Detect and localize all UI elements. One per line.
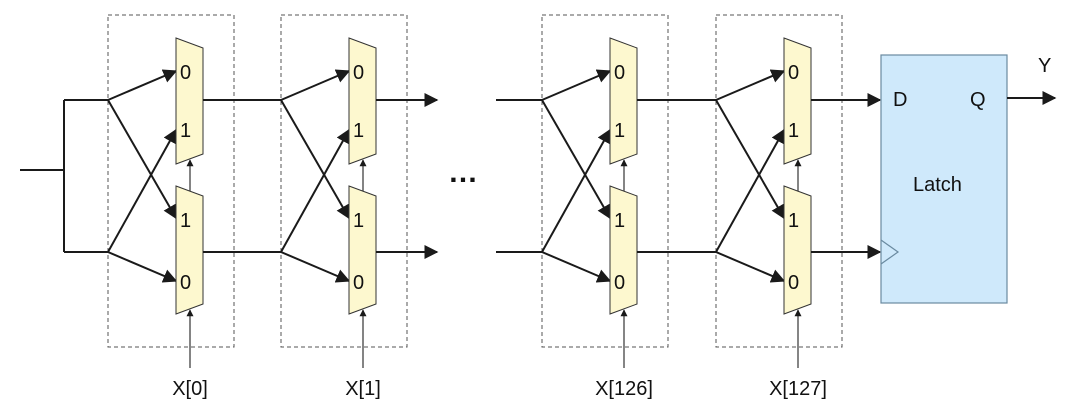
stage-0: 0 1 1 0X[0] — [107, 14, 281, 400]
wire-top-straight — [280, 69, 351, 101]
wire-top-cross — [107, 99, 177, 220]
mux-bottom-input-0-label: 0 — [353, 272, 364, 294]
stage-box — [715, 14, 843, 348]
mux-top-input-0-label: 0 — [788, 62, 799, 84]
stage-2: 0 1 1 0X[126] — [541, 14, 716, 400]
latch-output: Y — [1007, 55, 1057, 105]
output-label: Y — [1038, 55, 1051, 77]
mux-bottom-input-1-label: 1 — [353, 210, 364, 232]
switch-stages: 0 1 1 0X[0] 0 1 1 0X[1] 0 1 1 0X[126] 0 1 1 0X[127] — [107, 14, 882, 400]
latch: D Q Latch — [880, 54, 1008, 304]
stage-1: 0 1 1 0X[1] — [280, 14, 439, 400]
wire-top-cross — [280, 99, 350, 220]
mux-top — [609, 37, 638, 165]
clock-triangle-icon — [880, 239, 900, 265]
mux-top-input-1-label: 1 — [180, 120, 191, 142]
wire-top-cross — [715, 99, 785, 220]
wire-bottom-cross — [541, 128, 611, 253]
mux-bottom — [783, 185, 812, 315]
wire-top-straight — [715, 69, 786, 101]
stage-box — [280, 14, 408, 348]
mux-bottom-input-0-label: 0 — [180, 272, 191, 294]
wire-bottom-cross — [107, 128, 177, 253]
mux-top-input-1-label: 1 — [788, 120, 799, 142]
ellipsis: … — [448, 156, 478, 189]
mux-top-input-1-label: 1 — [614, 120, 625, 142]
wire-top-straight — [107, 69, 178, 101]
mux-bottom-input-0-label: 0 — [788, 272, 799, 294]
stage-box — [107, 14, 235, 348]
latch-q-label: Q — [970, 89, 986, 111]
wire-bottom-straight — [715, 251, 786, 283]
mux-bottom — [348, 185, 377, 315]
mux-bottom-input-1-label: 1 — [614, 210, 625, 232]
mux-bottom-input-0-label: 0 — [614, 272, 625, 294]
mux-bottom-input-1-label: 1 — [180, 210, 191, 232]
wire-bottom-straight — [107, 251, 178, 283]
mux-bottom — [609, 185, 638, 315]
latch-body — [880, 54, 1008, 304]
stage-box — [541, 14, 669, 348]
mux-top-input-0-label: 0 — [353, 62, 364, 84]
mux-top-input-0-label: 0 — [614, 62, 625, 84]
select-label: X[0] — [172, 378, 208, 400]
mux-bottom — [175, 185, 204, 315]
mux-top-input-0-label: 0 — [180, 62, 191, 84]
wire-bottom-cross — [280, 128, 350, 253]
select-label: X[126] — [595, 378, 653, 400]
wire-bottom-straight — [280, 251, 351, 283]
latch-name-label: Latch — [913, 174, 962, 196]
mux-top — [175, 37, 204, 165]
mux-top — [783, 37, 812, 165]
select-label: X[1] — [345, 378, 381, 400]
wire-bottom-straight — [541, 251, 612, 283]
wire-top-straight — [541, 69, 612, 101]
input-fork — [20, 99, 108, 253]
wire-bottom-cross — [715, 128, 785, 253]
select-label: X[127] — [769, 378, 827, 400]
mux-top-input-1-label: 1 — [353, 120, 364, 142]
mux-top — [348, 37, 377, 165]
mux-bottom-input-1-label: 1 — [788, 210, 799, 232]
stage-3: 0 1 1 0X[127] — [715, 14, 882, 400]
wire-top-cross — [541, 99, 611, 220]
latch-d-label: D — [893, 89, 907, 111]
